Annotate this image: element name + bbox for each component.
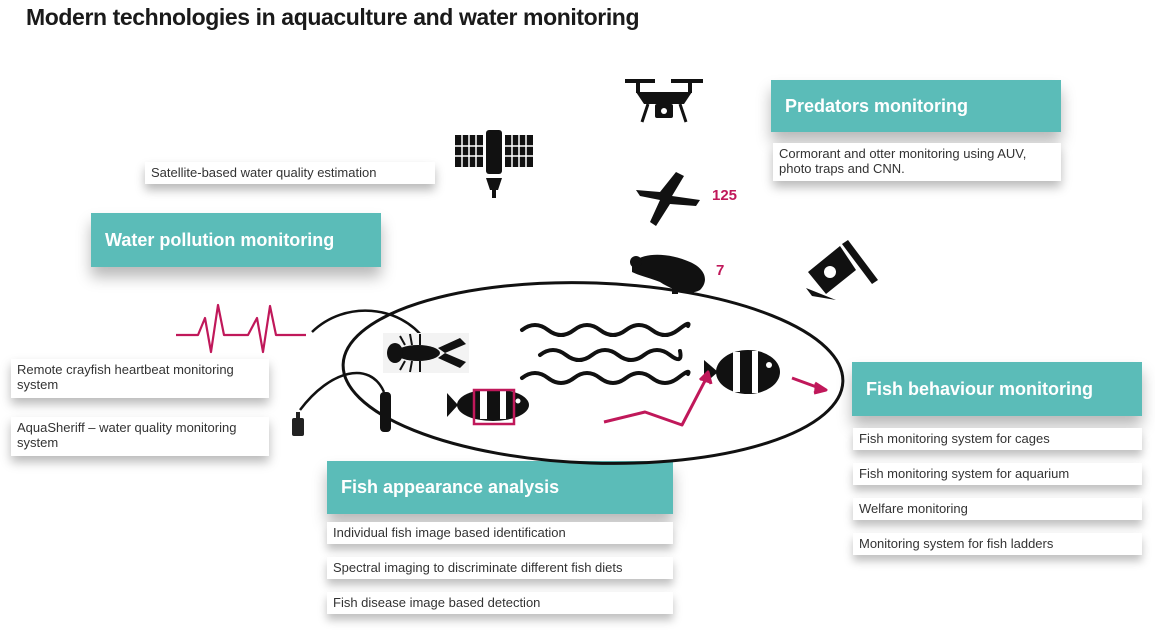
otter-count: 7 xyxy=(716,262,725,279)
waves-icon xyxy=(520,321,691,385)
list-item: Fish monitoring system for cages xyxy=(853,428,1142,450)
list-item: Individual fish image based identificati… xyxy=(327,522,673,544)
fish-behaviour-header: Fish behaviour monitoring xyxy=(852,362,1142,416)
satellite-label: Satellite-based water quality estimation xyxy=(145,162,435,184)
satellite-icon xyxy=(455,130,533,198)
crayfish-cable xyxy=(311,309,427,341)
page-title: Modern technologies in aquaculture and w… xyxy=(26,4,640,30)
heartbeat-icon xyxy=(176,303,306,354)
cormorant-count: 125 xyxy=(712,187,738,204)
crayfish-icon xyxy=(383,333,469,373)
water-pollution-header: Water pollution monitoring xyxy=(91,213,381,267)
fish-appearance-header: Fish appearance analysis xyxy=(327,461,673,514)
list-item: Spectral imaging to discriminate differe… xyxy=(327,557,673,579)
fish-behaviour-list: Fish monitoring system for cages Fish mo… xyxy=(853,428,1142,568)
list-item: Fish disease image based detection xyxy=(327,592,673,614)
predators-header-label: Predators monitoring xyxy=(785,95,969,116)
list-item: Welfare monitoring xyxy=(853,498,1142,520)
trajectory-arrow-icon xyxy=(603,370,828,427)
aquasheriff-label: AquaSheriff – water quality monitoring s… xyxy=(11,417,269,456)
predators-header: Predators monitoring xyxy=(771,80,1061,132)
sensor-cable xyxy=(299,371,386,411)
sensor-icon xyxy=(292,392,391,436)
list-item: Monitoring system for fish ladders xyxy=(853,533,1142,555)
cormorant-icon xyxy=(636,172,700,226)
drone-icon xyxy=(625,79,703,123)
fish-behaviour-header-label: Fish behaviour monitoring xyxy=(866,378,1094,399)
water-pollution-header-label: Water pollution monitoring xyxy=(105,229,335,250)
predators-description: Cormorant and otter monitoring using AUV… xyxy=(773,143,1061,181)
otter-icon xyxy=(630,254,705,294)
pond-outline xyxy=(341,281,845,465)
clownfish-right-icon xyxy=(704,350,780,394)
clownfish-icon xyxy=(447,388,529,426)
fish-appearance-header-label: Fish appearance analysis xyxy=(341,477,560,497)
fish-appearance-list: Individual fish image based identificati… xyxy=(327,522,673,627)
crayfish-label: Remote crayfish heartbeat monitoring sys… xyxy=(11,359,269,398)
photo-trap-icon xyxy=(806,240,878,300)
list-item: Fish monitoring system for aquarium xyxy=(853,463,1142,485)
